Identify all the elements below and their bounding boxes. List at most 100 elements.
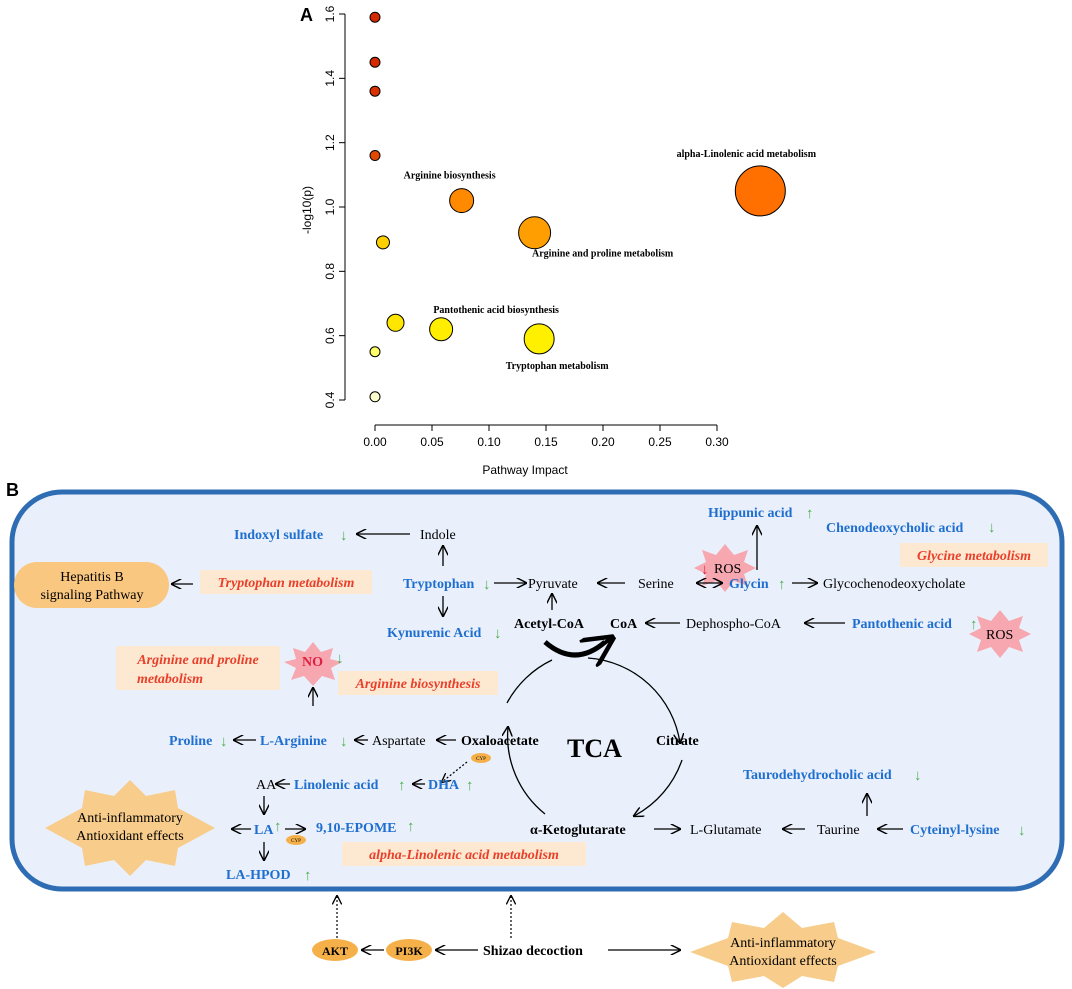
y-tick-label: 0.6: [323, 327, 337, 344]
tca-arc-right: [634, 759, 683, 816]
dephospho-coa: Dephospho-CoA: [686, 617, 782, 632]
pathway-point: [375, 235, 390, 250]
pyruvate: Pyruvate: [528, 577, 578, 592]
l-arginine: L-Arginine: [260, 734, 327, 749]
cyp-badge-1: [471, 753, 491, 763]
l-arginine-down-arrow: ↓: [340, 734, 348, 750]
pathway-point: [523, 323, 555, 355]
tryptophan-down-arrow: ↓: [483, 577, 491, 593]
dha-up-arrow: ↑: [466, 778, 474, 794]
y-tick-label: 1.4: [323, 70, 337, 87]
pathway-point: [369, 85, 381, 97]
la-hpod-up-arrow: ↑: [304, 868, 312, 884]
point-label: Tryptophan metabolism: [506, 361, 610, 372]
pathway-point: [369, 346, 381, 358]
serine: Serine: [638, 577, 674, 592]
cyp-badge-2: [286, 835, 306, 845]
pathway-point: [369, 11, 381, 23]
pantothenic-acid: Pantothenic acid: [852, 617, 952, 632]
panel-b-label: B: [6, 480, 19, 500]
x-axis-label: Pathway Impact: [482, 463, 568, 477]
tca-arc-top-right: [587, 657, 680, 743]
y-tick-label: 1.6: [323, 5, 337, 22]
anti-inflam-left-2: Antioxidant effects: [76, 829, 183, 844]
x-tick-label: 0.10: [477, 435, 501, 449]
anti-inflam-left-1: Anti-inflammatory: [77, 811, 183, 826]
tca-label: TCA: [567, 734, 622, 763]
oxaloacetate: Oxaloacetate: [461, 734, 539, 749]
ros-label-1: ROS: [714, 562, 741, 577]
tryptophan: Tryptophan: [403, 577, 475, 592]
cyp-label-1: CYP: [476, 757, 486, 762]
no-label: NO: [302, 655, 323, 670]
y-tick-label: 0.4: [323, 391, 337, 408]
akt-badge: [312, 939, 358, 961]
tryptophan-pathway-bg: [200, 570, 372, 594]
no-star: [284, 642, 342, 686]
anti-inflam-bottom-2: Antioxidant effects: [729, 954, 836, 969]
pathway-point: [369, 150, 381, 162]
arg-pro-pathway-bg: [116, 646, 280, 690]
tryptophan-pathway-label: Tryptophan metabolism: [218, 576, 355, 591]
coa: CoA: [610, 617, 638, 632]
linolenic-up-arrow: ↑: [398, 778, 406, 794]
glycine-pathway-bg: [900, 543, 1048, 567]
cyteinyl-down-arrow: ↓: [1018, 823, 1026, 839]
dha: DHA: [428, 778, 460, 793]
anti-inflam-star-left: [45, 780, 215, 876]
la-hpod: LA-HPOD: [226, 868, 291, 883]
kynurenic-acid: Kynurenic Acid: [387, 626, 481, 641]
hippunic-acid: Hippunic acid: [708, 506, 793, 521]
acetyl-coa: Acetyl-CoA: [514, 617, 585, 632]
pathway-point: [369, 391, 381, 403]
pathway-point: [369, 56, 381, 68]
x-tick-label: 0.25: [648, 435, 672, 449]
aspartate: Aspartate: [372, 734, 426, 749]
la: LA: [254, 823, 274, 838]
hepatitis-b-line1: Hepatitis B: [60, 570, 123, 585]
indoxyl-down-arrow: ↓: [340, 528, 348, 544]
taurodehydrocholic-acid: Taurodehydrocholic acid: [743, 768, 892, 783]
tca-arc-left-top: [506, 659, 553, 704]
glycin-up-arrow: ↑: [778, 577, 786, 593]
pathway-point: [518, 216, 552, 250]
pathway-point: [449, 188, 475, 214]
x-tick-label: 0.20: [591, 435, 615, 449]
alpha-pathway-bg: [342, 842, 586, 866]
pathway-point: [734, 165, 786, 217]
y-tick-label: 1.0: [323, 198, 337, 215]
glycin: Glycin: [729, 577, 769, 592]
proline: Proline: [169, 734, 212, 749]
x-tick-label: 0.05: [420, 435, 444, 449]
glycochenodeoxycholate: Glycochenodeoxycholate: [823, 577, 965, 592]
pathway-diagram: B Hepatitis B signaling Pathway Tryptoph…: [6, 480, 1065, 988]
ros-label-2: ROS: [986, 628, 1013, 643]
tca-arc-bottom-left: [508, 727, 546, 815]
pathway-point: [386, 313, 405, 332]
citrate: Citrate: [656, 734, 699, 749]
arg-bio-pathway-label: Arginine biosynthesis: [355, 677, 481, 692]
x-tick-label: 0.30: [705, 435, 729, 449]
point-label: Arginine biosynthesis: [404, 171, 496, 182]
shizao-decoction: Shizao decoction: [483, 944, 583, 959]
y-axis-label: -log10(p): [300, 186, 314, 234]
epome: 9,10-EPOME: [316, 821, 397, 836]
cyteinyl-lysine: Cyteinyl-lysine: [910, 823, 999, 838]
ros-1-down-arrow: ↓: [701, 562, 709, 578]
ros-star-2: [969, 610, 1031, 658]
alpha-pathway-label: alpha-Linolenic acid metabolism: [369, 848, 559, 863]
panel-a-label: A: [300, 5, 313, 25]
indoxyl-sulfate: Indoxyl sulfate: [234, 528, 323, 543]
hippunic-up-arrow: ↑: [806, 506, 814, 522]
y-tick-label: 1.2: [323, 134, 337, 151]
point-label: Pantothenic acid biosynthesis: [433, 305, 559, 316]
arg-pro-pathway-label-1: Arginine and proline: [136, 653, 258, 668]
la-up-arrow: ↑: [274, 819, 282, 835]
pathway-point: [429, 317, 454, 342]
proline-down-arrow: ↓: [220, 734, 228, 750]
hepatitis-b-line2: signaling Pathway: [40, 588, 143, 603]
taurodehydro-down-arrow: ↓: [914, 768, 922, 784]
alpha-ketoglutarate: α-Ketoglutarate: [530, 823, 626, 838]
no-down-arrow: ↓: [336, 651, 344, 667]
